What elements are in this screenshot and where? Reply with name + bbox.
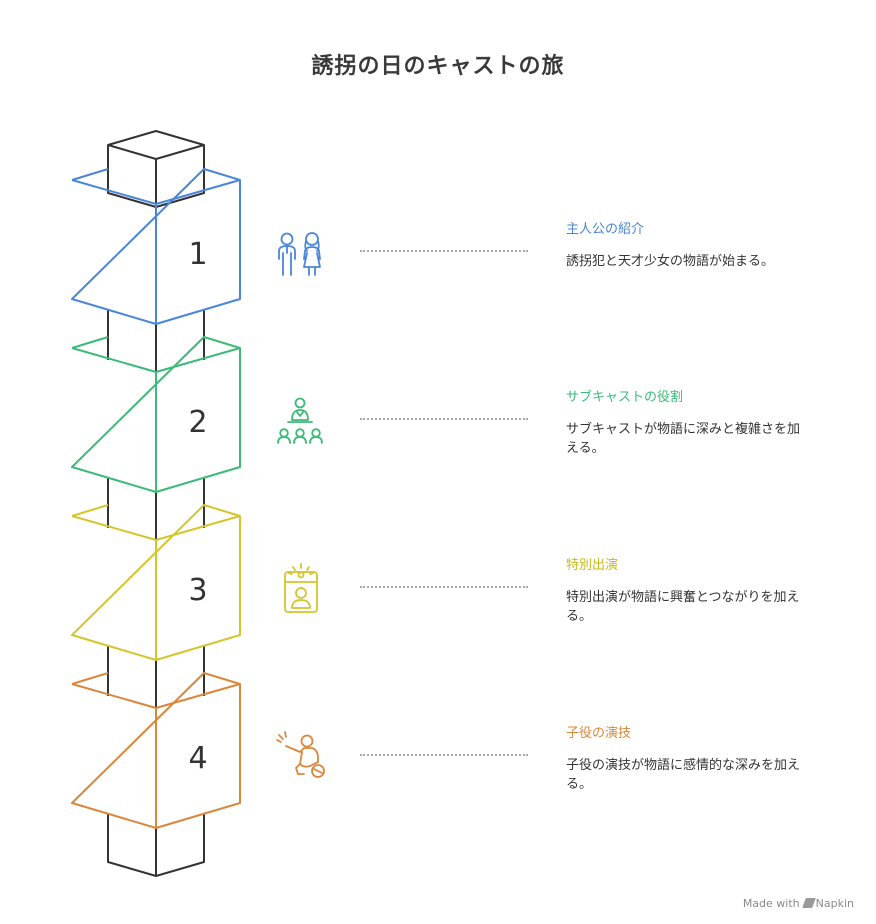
step-3-title: 特別出演 [566,558,619,573]
connector-dots [360,754,528,756]
connector-dots [360,418,528,420]
step-2-description: サブキャストが物語に深みと複雑さを加える。 [566,422,801,456]
couple-icon [278,232,321,276]
connector-dots [360,250,528,252]
group-leader-icon [277,397,323,444]
block-number: 4 [188,741,207,776]
step-2-title: サブキャストの役割 [566,390,684,405]
spotlight-portrait-icon [284,563,318,613]
block-number: 1 [188,237,207,272]
brand-label: Napkin [815,897,854,910]
block-2 [71,336,241,493]
block-number: 3 [188,573,207,608]
block-3 [71,504,241,661]
block-number: 2 [188,405,207,440]
step-1-title: 主人公の紹介 [566,222,645,237]
block-4 [71,672,241,829]
made-with-label: Made with [742,897,800,910]
step-3-description: 特別出演が物語に興奮とつながりを加える。 [566,590,800,624]
step-4-description: 子役の演技が物語に感情的な深みを加える。 [566,758,801,792]
made-with-napkin-badge: Made with Napkin [743,897,854,910]
block-1 [71,168,241,325]
napkin-logo-icon [801,898,816,908]
diagram-title: 誘拐の日のキャストの旅 [311,54,565,79]
step-1-description: 誘拐犯と天才少女の物語が始まる。 [566,254,775,269]
connector-dots [360,586,528,588]
step-4-title: 子役の演技 [566,726,632,741]
child-actor-icon [276,731,325,778]
